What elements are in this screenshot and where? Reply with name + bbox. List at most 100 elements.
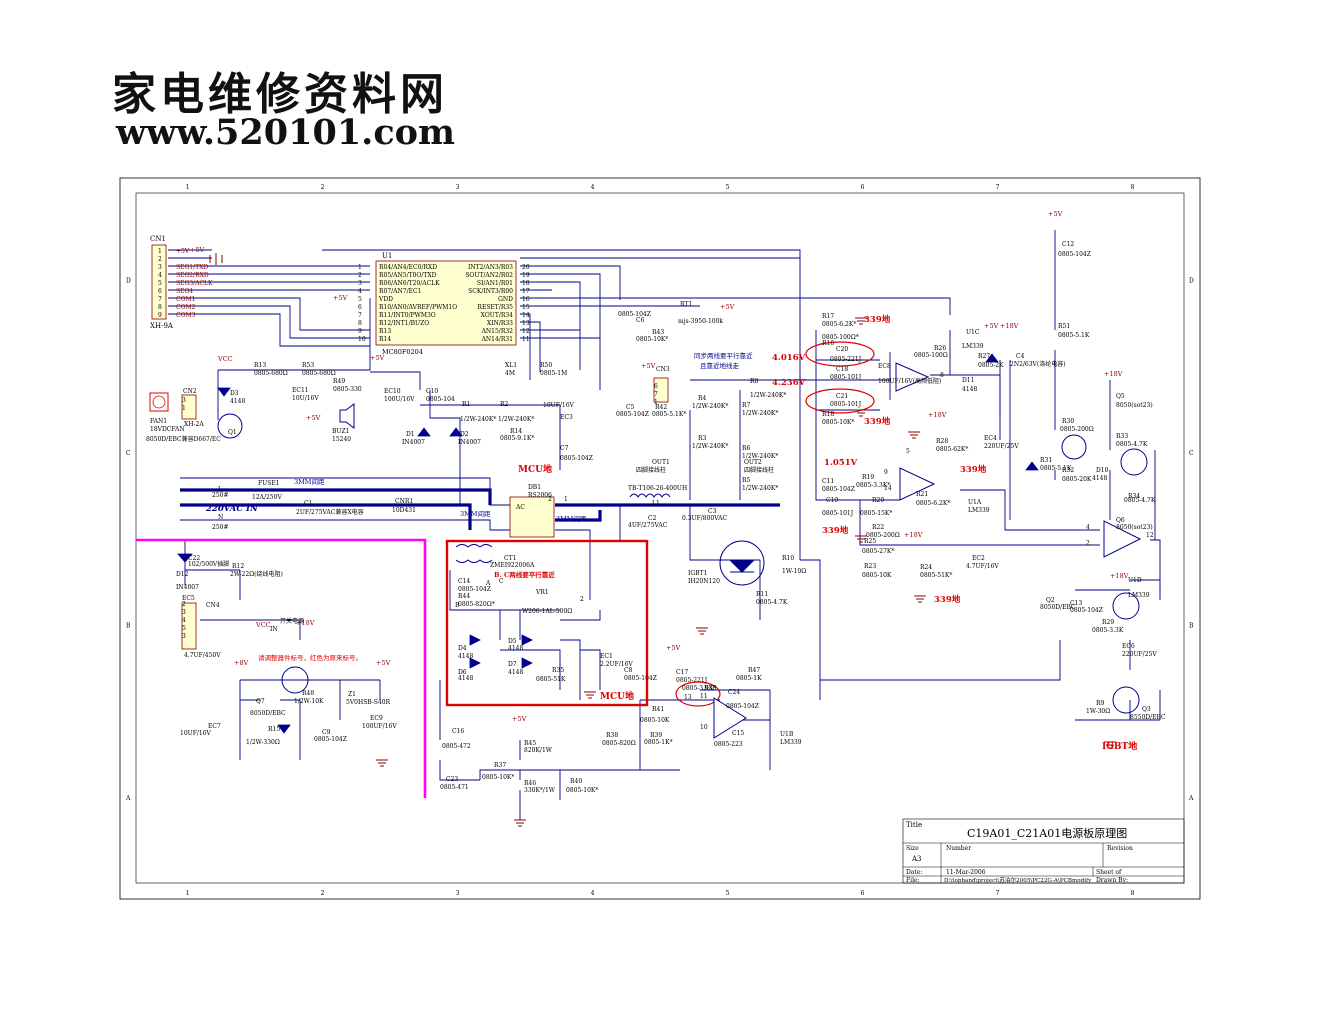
component-label: 0805-51K <box>536 676 566 683</box>
component-label: 0805-1M <box>540 370 567 377</box>
component-label: 4148 <box>508 645 523 652</box>
component-label: 0805-104Z <box>1058 251 1091 258</box>
cn1-signal: SEG2/RXD <box>176 272 209 279</box>
component-label: Q2 <box>1046 597 1055 604</box>
component-label: BUZ1 <box>332 428 349 435</box>
component-label: R14 <box>510 428 522 435</box>
title-label: Title <box>906 821 922 829</box>
component-label: 10 <box>700 724 708 731</box>
component-label: C8 <box>624 667 633 674</box>
component-label: 0805-10K* <box>566 787 598 794</box>
frame-row-C: C <box>126 450 131 457</box>
component-label: U1D <box>1128 577 1142 584</box>
component-label: EC2 <box>972 555 985 562</box>
component-label: 0805-680Ω <box>302 370 336 377</box>
c20-highlight <box>805 341 875 367</box>
net-5v-2: +5V <box>333 294 348 302</box>
component-label: IN4007 <box>176 584 199 591</box>
cn1-pin-number: 3 <box>158 264 162 271</box>
sheet-label: Sheet of <box>1096 869 1122 876</box>
component-label: 3 <box>182 633 186 640</box>
component-label: 10UF/16V <box>180 730 212 737</box>
component-label: CN4 <box>206 602 220 609</box>
component-label: XL1 <box>505 362 517 369</box>
net-5v-9: +5V <box>666 644 681 652</box>
frame-col-4: 4 <box>591 184 595 191</box>
date-value: 11-Mar-2006 <box>946 869 986 876</box>
component-label: 0805-200Ω <box>866 532 900 539</box>
component-label: C <box>499 578 504 585</box>
component-label: 0805-221J <box>830 356 862 363</box>
component-label: R8 <box>750 378 759 385</box>
component-label: Q7 <box>256 698 265 705</box>
mcu-pin-name: R14 <box>379 336 391 343</box>
component-label: 100UF/16V <box>362 723 397 730</box>
component-label: 8050D/EBC兼容D667/EC <box>146 435 221 443</box>
power-bus <box>180 488 780 530</box>
component-label: R12 <box>232 563 244 570</box>
component-label: C5 <box>626 404 635 411</box>
frame-col-7: 7 <box>996 184 1000 191</box>
net-5v-1: +5V <box>190 246 205 254</box>
component-label: IGBT1 <box>688 570 707 577</box>
net-5v-3: +5V <box>370 354 385 362</box>
component-label: 0805-6.2K* <box>822 321 856 328</box>
component-label: 1/2W-240K* <box>460 416 496 423</box>
component-label: 0805-5.1K* <box>652 411 686 418</box>
component-label: 1/2W-240K* <box>742 410 778 417</box>
mcu-pin-name: R10/AN0/AVREF/PWM1O <box>379 304 457 311</box>
component-label: 102/500V插脚 <box>188 560 229 568</box>
component-label: OUT2 <box>744 459 762 466</box>
component-label: 5 <box>906 448 910 455</box>
mcu-pin-name: R04/AN4/EC0/RXD <box>379 264 437 271</box>
igbt-diode-icon <box>728 559 756 573</box>
component-label: C4 <box>1016 353 1025 360</box>
mcu-pin-number: 2 <box>358 272 362 279</box>
component-label: R53 <box>302 362 314 369</box>
frame-col-3: 3 <box>456 184 460 191</box>
cn1-signal: COM3 <box>176 312 196 319</box>
component-label: 2W-22Ω(绕线电阻) <box>230 570 283 578</box>
component-label: 0805-2K <box>978 362 1004 369</box>
component-label: R35 <box>552 667 564 674</box>
component-label: 0805-20K <box>1062 476 1092 483</box>
component-label: 0805-820Ω* <box>458 601 495 608</box>
mcu-pin-name: R05/AN5/T0O/TXD <box>379 272 437 279</box>
component-label: 10D431 <box>392 507 416 514</box>
mcu-pin-number: 6 <box>358 304 362 311</box>
note-spacing: 3MM间距 <box>294 478 325 486</box>
mcu-pin-name: R12/INT1/BUZO <box>379 320 429 327</box>
component-label: R40 <box>570 778 582 785</box>
component-label: 0805-221J <box>676 677 708 684</box>
net-5v-10: +5V <box>512 715 527 723</box>
component-label: R28 <box>936 438 948 445</box>
component-label: R17 <box>822 313 834 320</box>
gnd-mcu-2: MCU地 <box>600 690 634 702</box>
net-vcc-1: VCC <box>217 355 233 363</box>
component-label: 8050(sot23) <box>1116 524 1153 531</box>
component-label: 0805-200Ω <box>1060 426 1094 433</box>
component-label: 1W-10Ω <box>782 568 806 575</box>
frame-row-right-B: B <box>1189 622 1194 629</box>
frame-col-bottom-3: 3 <box>456 890 460 897</box>
mcu-pin-number: 11 <box>522 336 530 343</box>
cn1-signal: SEG1/TXD <box>176 264 208 271</box>
component-label: 0805-51K* <box>920 572 952 579</box>
component-label: 0805-101J <box>830 374 862 381</box>
mcu-pin-number: 9 <box>358 328 362 335</box>
component-label: C7 <box>560 445 569 452</box>
component-label: 1 <box>654 399 658 406</box>
component-label: 3 <box>182 397 186 404</box>
mcu-pin-number: 7 <box>358 312 362 319</box>
component-label: U1C <box>966 329 980 336</box>
component-label: 0805-104Z <box>726 703 759 710</box>
component-label: R32 <box>1062 467 1074 474</box>
cn1-signal: +5V <box>176 248 190 255</box>
net-5v-4: +5V <box>306 414 321 422</box>
component-label: LM339 <box>1128 592 1150 599</box>
comparator-symbols <box>713 362 1142 739</box>
mcu-pin-name: XOUT/R34 <box>481 312 514 319</box>
component-label: 0805-100Ω* <box>822 334 859 341</box>
